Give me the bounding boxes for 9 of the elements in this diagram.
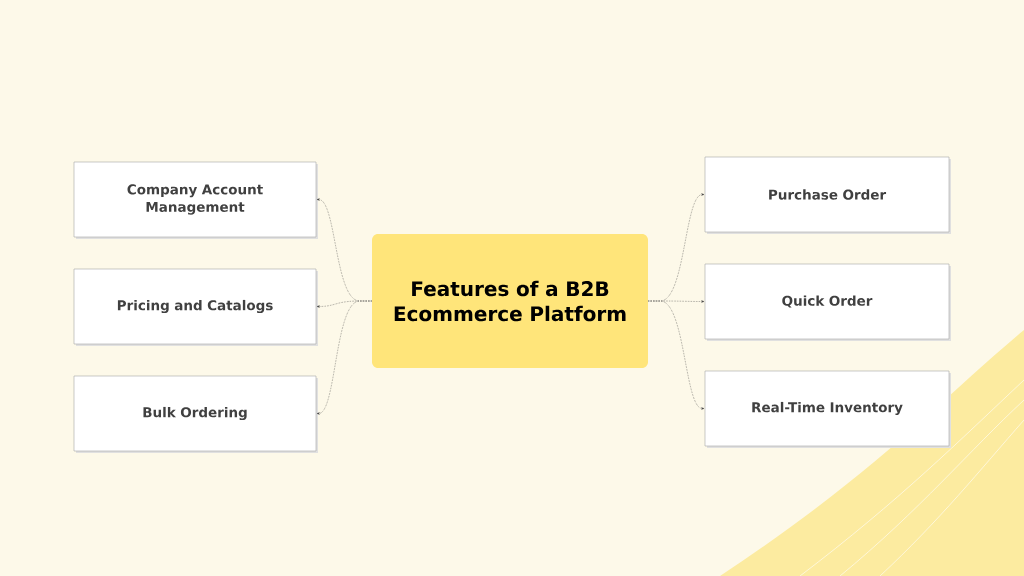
feature-box: Real-Time Inventory [704, 370, 950, 447]
topic-box: Features of a B2B Ecommerce Platform [372, 234, 648, 368]
arrow [316, 300, 373, 415]
arrow [647, 300, 705, 410]
feature-box: Purchase Order [704, 156, 950, 233]
feature-box: Quick Order [704, 263, 950, 340]
feature-box: Pricing and Catalogs [73, 268, 317, 345]
feature-box: Bulk Ordering [73, 375, 317, 452]
feature-box: Company Account Management [73, 161, 317, 238]
